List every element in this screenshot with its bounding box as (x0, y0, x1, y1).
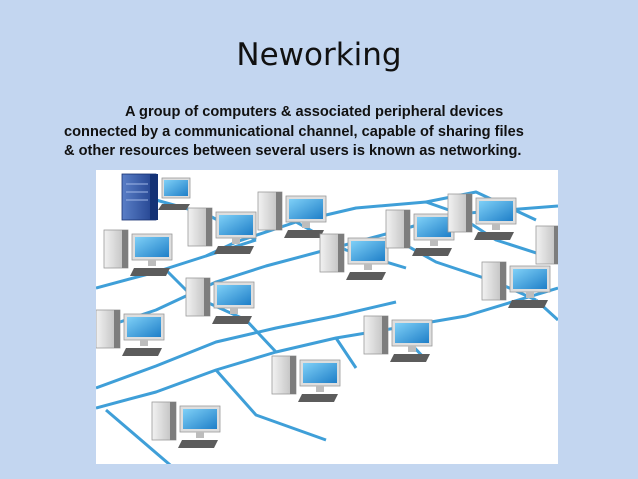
slide-title: Neworking (236, 37, 402, 73)
network-cable (334, 337, 358, 369)
computer-icon (187, 207, 257, 255)
computer-icon (96, 309, 165, 357)
computer-icon (103, 229, 173, 277)
computer-icon (319, 233, 389, 281)
computer-icon (151, 401, 221, 449)
computer-icon (481, 261, 551, 309)
computer-icon (535, 225, 558, 273)
network-cable (244, 318, 278, 354)
computer-icon (185, 277, 255, 325)
computer-icon (363, 315, 433, 363)
computer-icon (271, 355, 341, 403)
network-cable (96, 300, 397, 390)
network-cable (214, 369, 327, 442)
network-cable (96, 286, 558, 410)
body-line: connected by a communicational channel, … (64, 123, 524, 140)
slide-body-text: A group of computers & associated periph… (64, 103, 584, 162)
network-illustration (96, 170, 558, 464)
computer-icon (385, 209, 455, 257)
body-line: & other resources between several users … (64, 143, 522, 159)
network-cable (105, 408, 172, 464)
computer-icon (447, 193, 517, 241)
body-line: A group of computers & associated periph… (125, 104, 504, 120)
server-icon (121, 173, 191, 221)
